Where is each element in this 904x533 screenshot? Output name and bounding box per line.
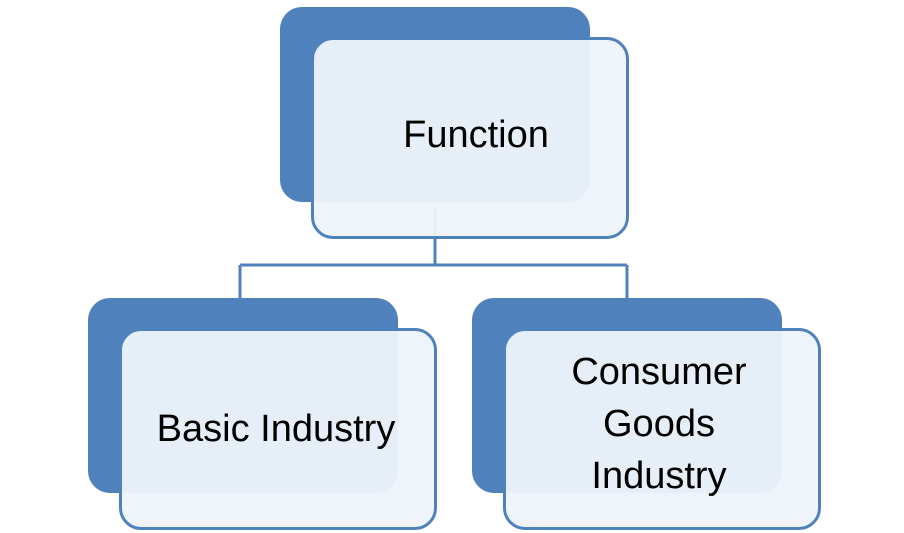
consumer-goods-label: Consumer Goods Industry xyxy=(571,351,747,497)
consumer-goods-node: Consumer Goods Industry xyxy=(503,328,821,530)
basic-industry-label: Basic Industry xyxy=(156,408,396,450)
basic-industry-node: Basic Industry xyxy=(119,328,437,530)
root-node-label: Function xyxy=(403,114,549,156)
root-node: Function xyxy=(311,37,629,239)
